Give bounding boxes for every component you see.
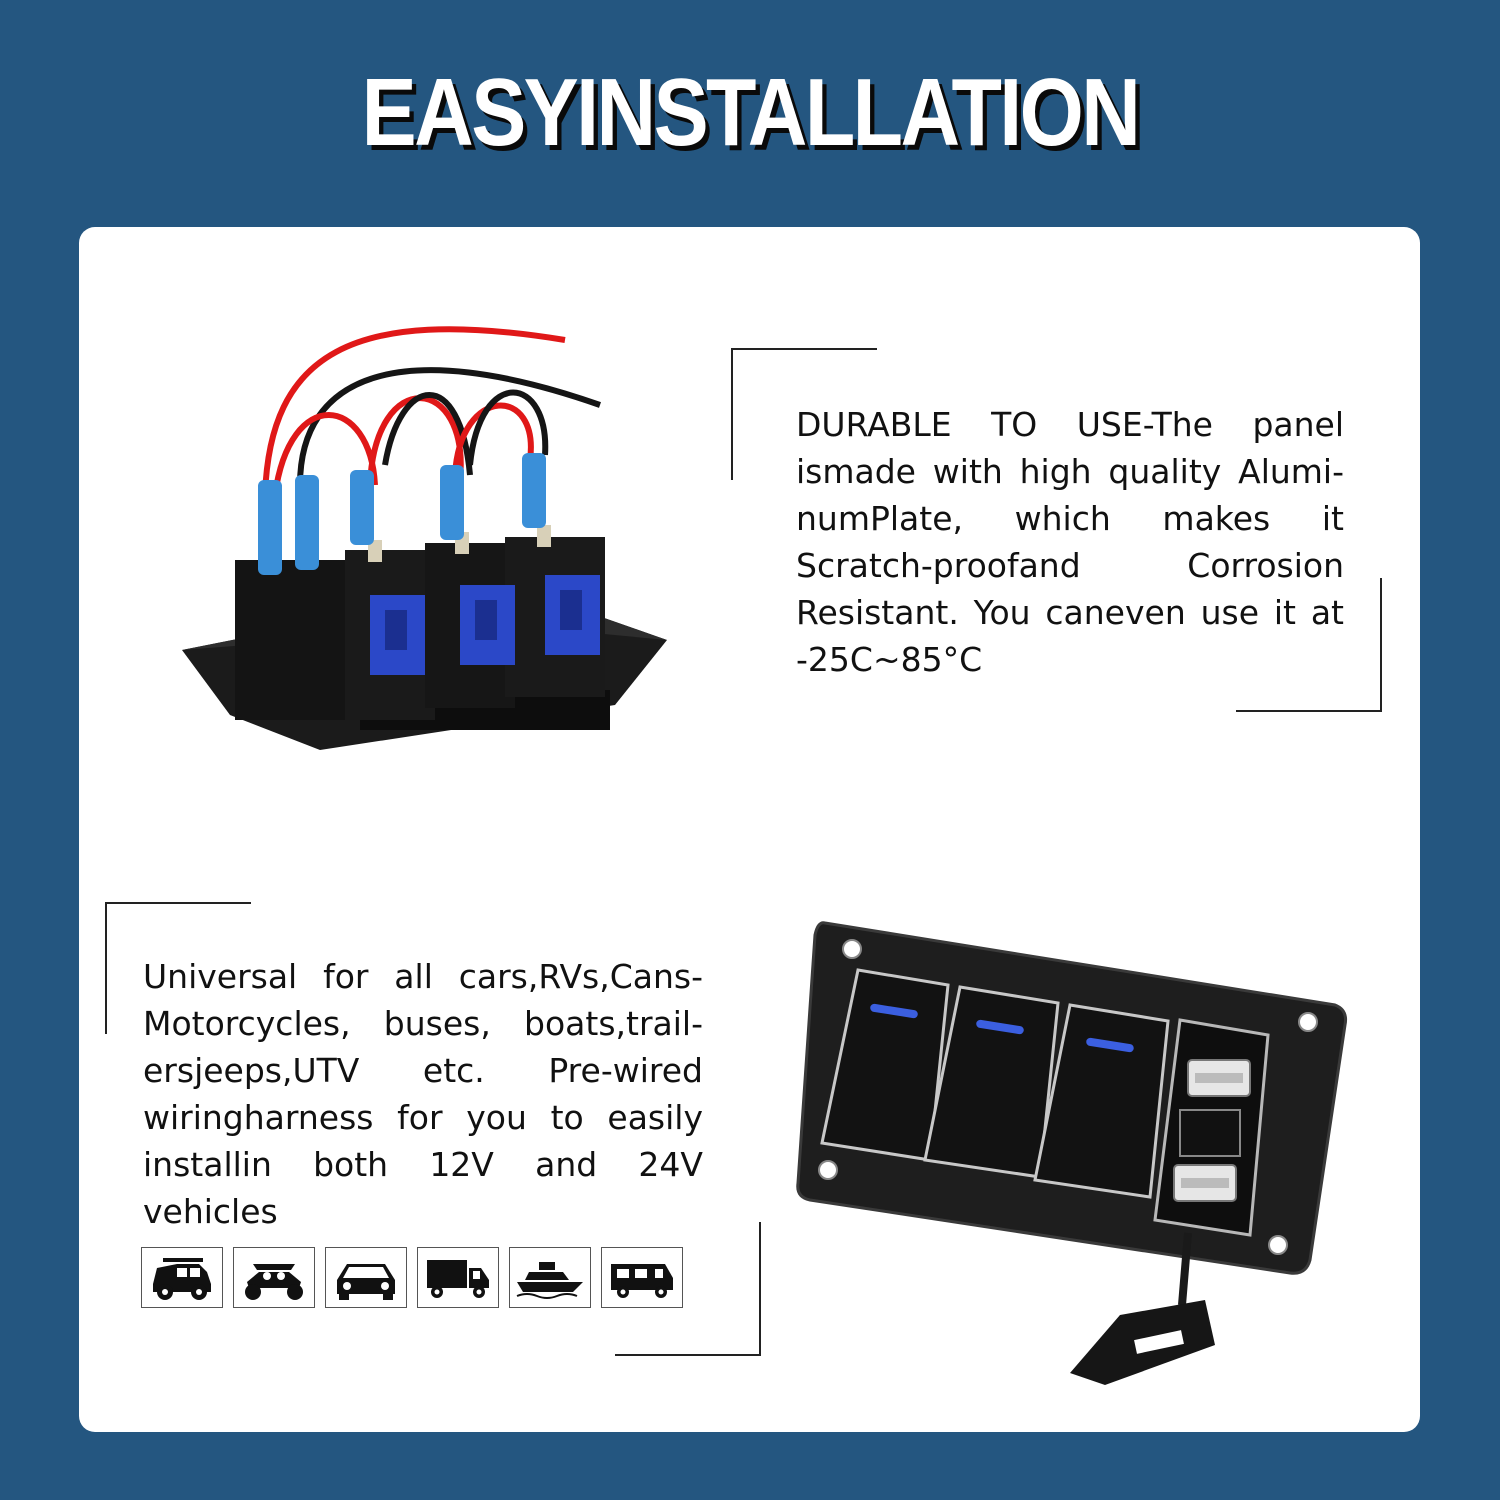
utv-icon <box>233 1247 315 1308</box>
bracket-top-left-line <box>731 348 733 480</box>
vehicle-icon-row <box>141 1247 683 1308</box>
product-photo-front <box>796 921 1347 1385</box>
product-photo-rear <box>182 326 667 750</box>
bracket-top-left-line <box>105 902 251 904</box>
rv-icon <box>601 1247 683 1308</box>
bracket-top-left-line <box>731 348 877 350</box>
page-title: EASYINSTALLATION <box>361 59 1141 166</box>
car-icon <box>325 1247 407 1308</box>
bracket-bottom-right-line <box>759 1222 761 1356</box>
universal-description: Universal for all cars,RVs,Cans-Motorcyc… <box>143 957 703 1231</box>
jeep-icon <box>141 1247 223 1308</box>
durable-description: DURABLE TO USE-The panel ismade with hig… <box>796 405 1344 679</box>
bracket-bottom-right-line <box>1236 710 1382 712</box>
boat-icon <box>509 1247 591 1308</box>
bracket-bottom-right-line <box>615 1354 761 1356</box>
bracket-top-left-line <box>105 902 107 1034</box>
truck-icon <box>417 1247 499 1308</box>
bracket-bottom-right-line <box>1380 578 1382 712</box>
